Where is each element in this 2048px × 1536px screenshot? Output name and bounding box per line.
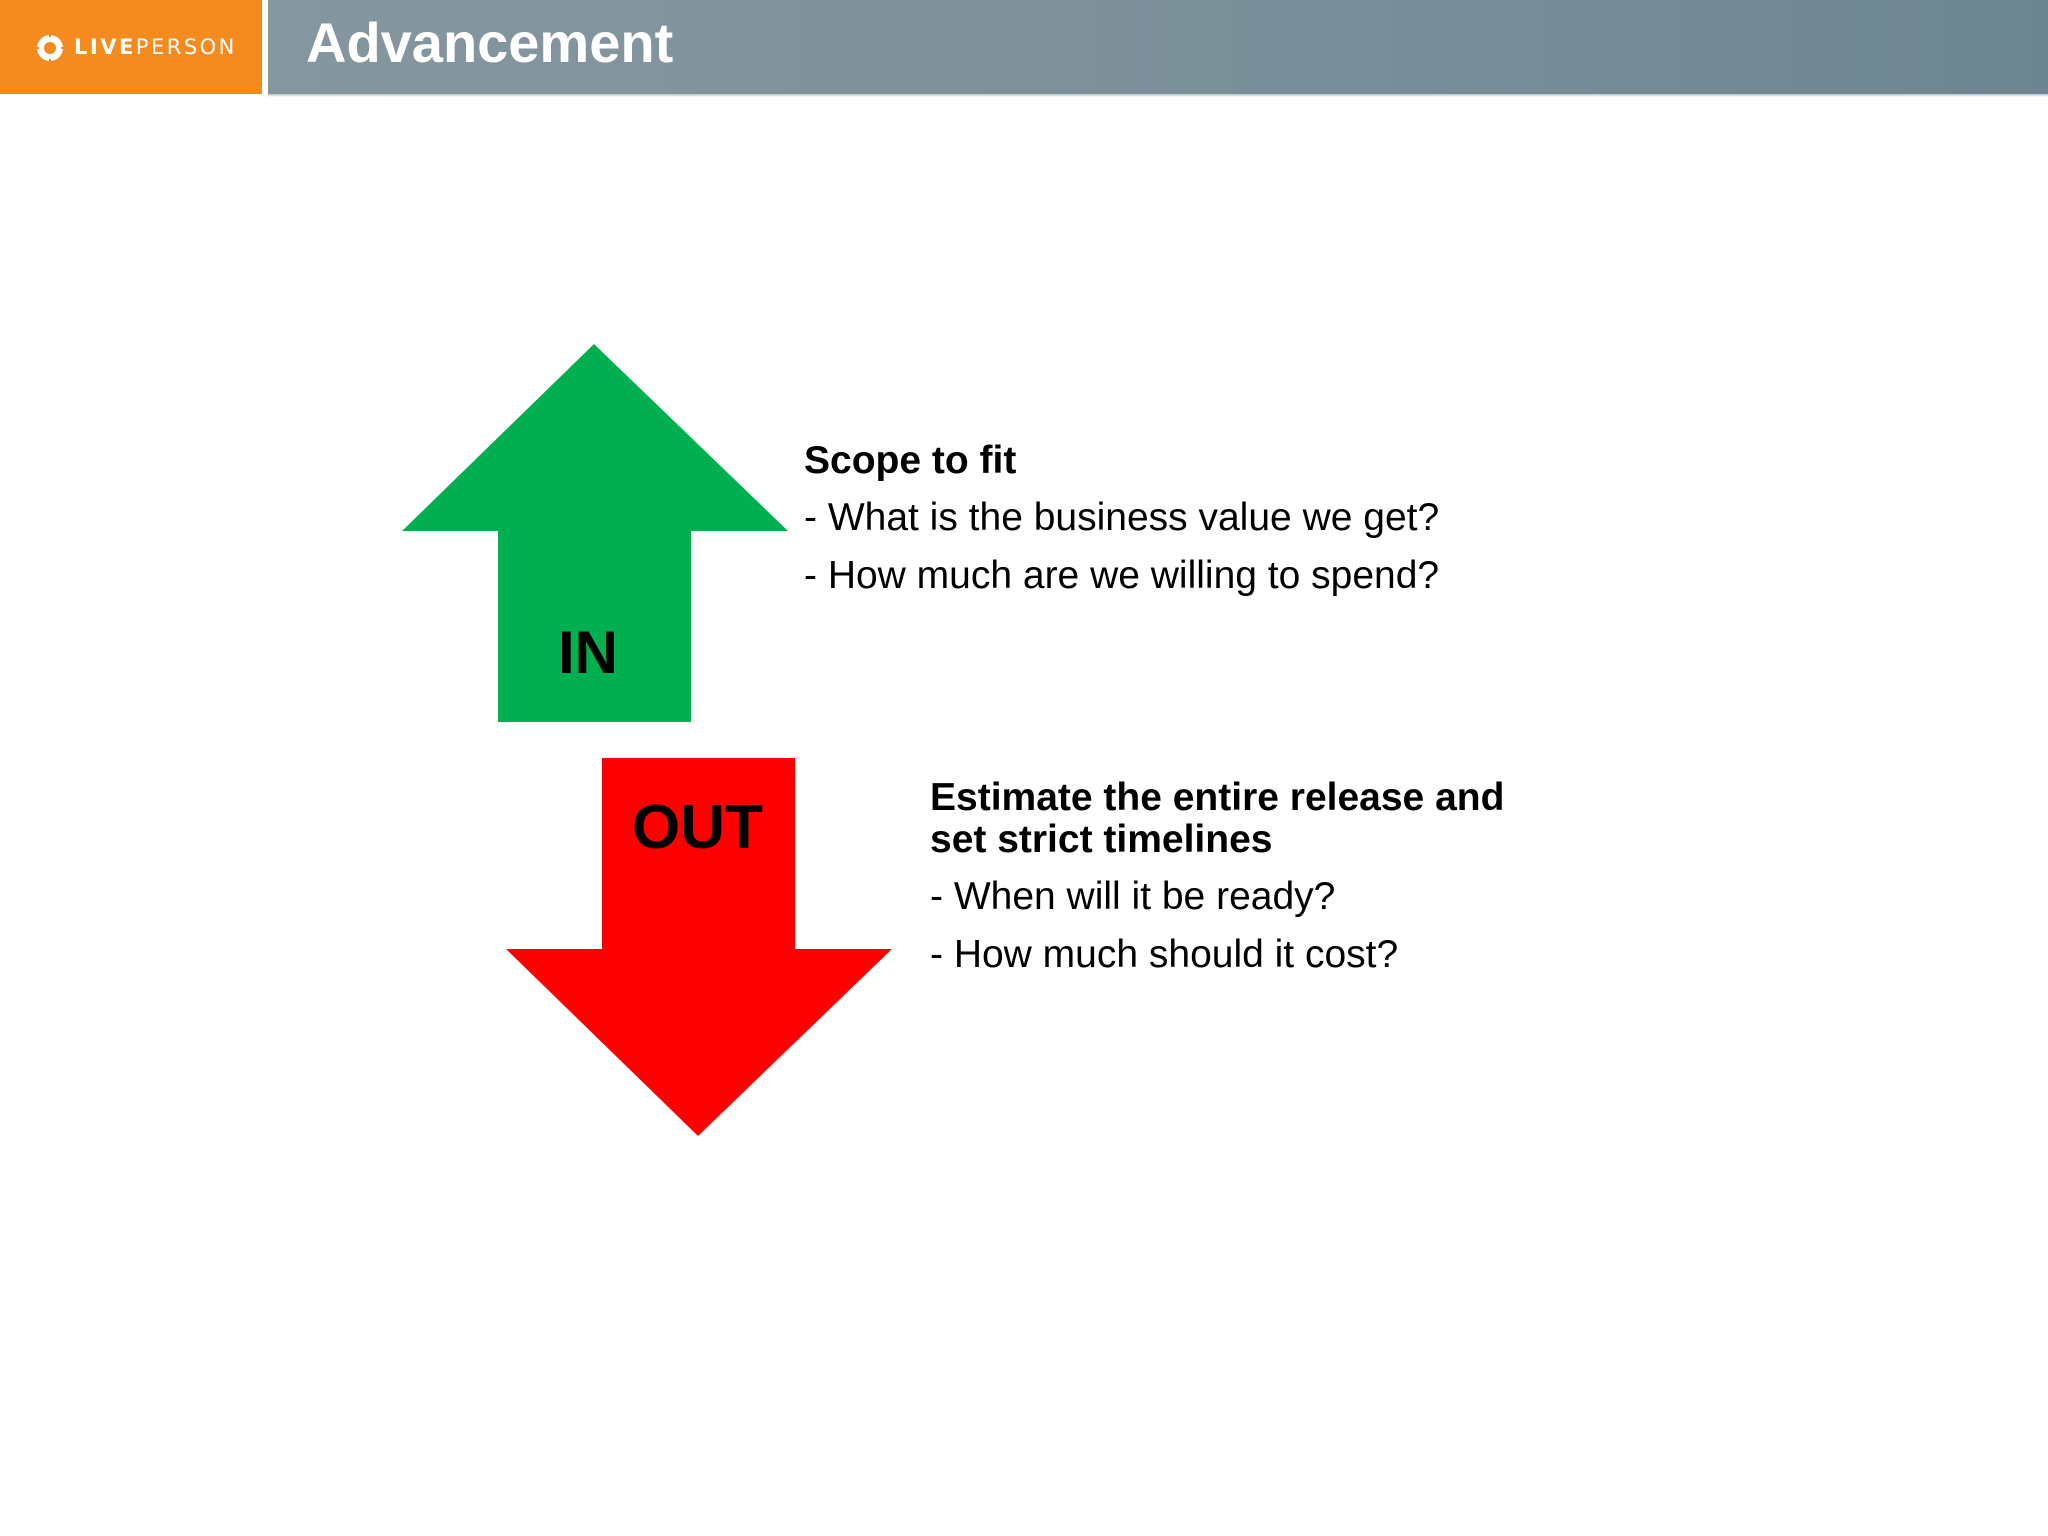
in-heading: Scope to fit [804, 439, 1017, 482]
out-bullet-1: - When will it be ready? [930, 875, 1336, 918]
logo-text-light: PERSON [135, 35, 237, 59]
liveperson-logo-text: LIVEPERSON [74, 34, 237, 60]
header-separator [262, 0, 268, 94]
header-shadow [268, 94, 2048, 97]
in-bullet-1: - What is the business value we get? [804, 496, 1440, 539]
out-heading-line-1: Estimate the entire release and [930, 776, 1505, 819]
slide-title: Advancement [306, 11, 674, 74]
in-text-block: Scope to fit - What is the business valu… [804, 440, 1439, 598]
out-arrow-label: OUT [632, 793, 763, 862]
out-heading-line-2: set strict timelines [930, 818, 1273, 861]
out-text-block: Estimate the entire release and set stri… [930, 777, 1504, 977]
in-arrow-shape [402, 344, 788, 722]
out-arrow-down [506, 758, 892, 1136]
in-bullet-2: - How much are we willing to spend? [804, 554, 1440, 597]
header-bar [0, 0, 2048, 94]
in-arrow-up [402, 344, 788, 722]
out-arrow-shape [506, 758, 892, 1136]
logo-text-bold: LIVE [74, 35, 136, 59]
logo-block: LIVEPERSON [0, 0, 262, 94]
out-bullet-2: - How much should it cost? [930, 933, 1399, 976]
in-arrow-label: IN [558, 619, 618, 686]
liveperson-logo-icon [35, 33, 65, 63]
